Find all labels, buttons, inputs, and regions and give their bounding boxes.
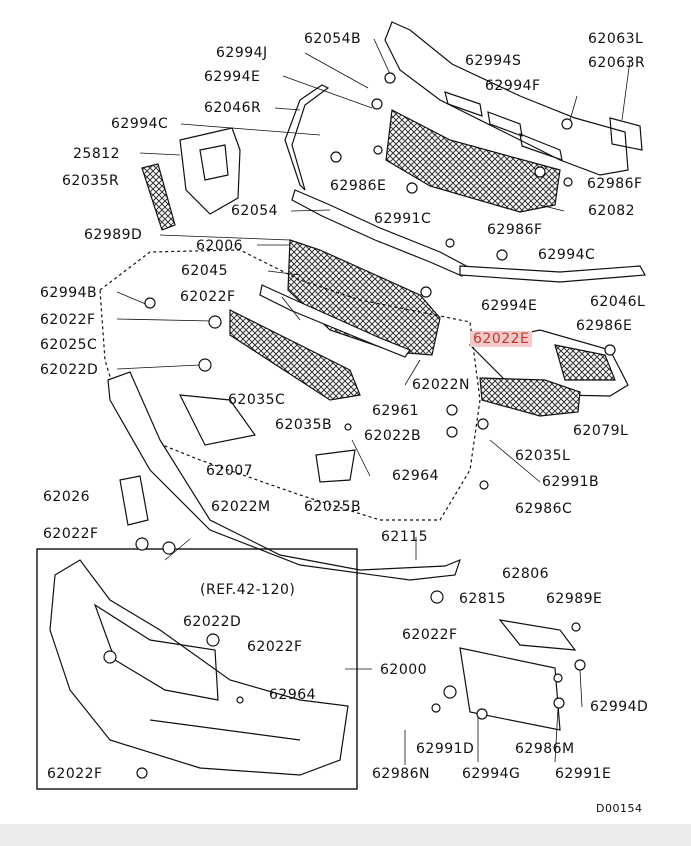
part-label: 62991B — [542, 474, 600, 490]
part-label: 62022F — [40, 312, 96, 328]
part-label: 62961 — [372, 403, 420, 419]
part-label: 62994C — [111, 116, 169, 132]
part-label: 62986F — [487, 222, 543, 238]
part-label: 62994C — [538, 247, 596, 263]
part-label: 62063R — [588, 55, 646, 71]
part-label: 62063L — [588, 31, 644, 47]
part-label: 62035R — [62, 173, 120, 189]
part-label: 62022N — [412, 377, 471, 393]
part-label: 62035L — [515, 448, 571, 464]
reference-note: (REF.42-120) — [200, 582, 296, 598]
part-label: 62025B — [304, 499, 362, 515]
part-label: 62022F — [247, 639, 303, 655]
upper-mesh-grille — [385, 109, 561, 213]
part-label: 62054B — [304, 31, 362, 47]
part-label: 62035C — [228, 392, 286, 408]
part-label: 62022F — [402, 627, 458, 643]
bracket-part — [179, 127, 241, 215]
part-label: 62054 — [231, 203, 279, 219]
part-label: 62806 — [502, 566, 550, 582]
part-label: 62964 — [269, 687, 317, 703]
part-label: 62994E — [204, 69, 261, 85]
front-bumper-cover — [49, 559, 349, 776]
part-label: 62986N — [372, 766, 431, 782]
strip-part — [141, 163, 176, 231]
part-label: 62007 — [206, 463, 254, 479]
bumper-reinforcement-part — [384, 21, 643, 176]
part-label: 62022M — [211, 499, 271, 515]
part-label: 62082 — [588, 203, 636, 219]
lower-mesh-left — [479, 377, 581, 417]
bumper-fascia-outline — [99, 249, 481, 521]
part-label: 62994F — [485, 78, 541, 94]
part-label: 62991D — [416, 741, 475, 757]
deflector-62025B — [315, 449, 356, 483]
side-bracket-62026 — [119, 475, 149, 526]
part-label: 62006 — [196, 238, 244, 254]
part-label: 62994J — [216, 45, 268, 61]
part-label: 62989E — [546, 591, 603, 607]
part-label: 62989D — [84, 227, 143, 243]
molding-strip-right — [284, 84, 330, 191]
part-label: 62994E — [481, 298, 538, 314]
part-label: 62022F — [43, 526, 99, 542]
lower-mesh-center — [229, 309, 361, 401]
license-plate-bracket — [459, 647, 561, 731]
part-label: 62994S — [465, 53, 522, 69]
part-label: 62991C — [374, 211, 432, 227]
part-label: 62025C — [40, 337, 98, 353]
part-label: 62994G — [462, 766, 521, 782]
part-label: 62986E — [576, 318, 633, 334]
grille-frame — [259, 284, 411, 358]
part-label: 62079L — [573, 423, 629, 439]
part-label: 25812 — [73, 146, 121, 162]
document-id: D00154 — [596, 802, 643, 815]
part-label: 62022D — [183, 614, 242, 630]
part-label: 62035B — [275, 417, 333, 433]
part-label: 62026 — [43, 489, 91, 505]
part-label: 62815 — [459, 591, 507, 607]
part-label: 62046R — [204, 100, 262, 116]
part-label: 62022D — [40, 362, 99, 378]
bottom-bar — [0, 824, 691, 846]
part-label: 62994D — [590, 699, 649, 715]
energy-absorber — [107, 371, 461, 581]
part-label: 62045 — [181, 263, 229, 279]
part-label: 62986M — [515, 741, 575, 757]
part-label: 62022F — [180, 289, 236, 305]
part-label: 62022F — [47, 766, 103, 782]
part-label: 62000 — [380, 662, 428, 678]
part-label: 62964 — [392, 468, 440, 484]
part-label: 62115 — [381, 529, 429, 545]
part-label: 62991E — [555, 766, 612, 782]
part-label: 62986C — [515, 501, 573, 517]
part-label: 62046L — [590, 294, 646, 310]
part-label: 62994B — [40, 285, 98, 301]
highlighted-part-label[interactable]: 62022E — [470, 331, 533, 347]
part-label: 62986F — [587, 176, 643, 192]
part-label: 62986E — [330, 178, 387, 194]
molding-strip-left — [459, 265, 646, 283]
mount-62007 — [178, 394, 257, 446]
part-label: 62022B — [364, 428, 422, 444]
